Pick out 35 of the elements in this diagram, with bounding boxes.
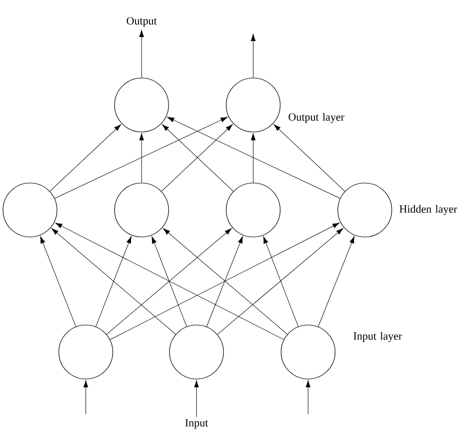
io-text: Input bbox=[185, 419, 208, 429]
neuron-circle bbox=[58, 324, 114, 380]
neuron-circle bbox=[114, 78, 169, 132]
arrow bbox=[40, 236, 76, 327]
arrow bbox=[163, 228, 288, 335]
arrow bbox=[83, 380, 88, 414]
arrow bbox=[306, 380, 310, 414]
arrow bbox=[194, 380, 199, 418]
arrow bbox=[50, 124, 122, 192]
io-text: Output bbox=[126, 17, 157, 27]
neuron-circle bbox=[169, 324, 224, 380]
layer-label: Input layer bbox=[354, 332, 402, 342]
arrow bbox=[139, 30, 144, 78]
arrow bbox=[318, 236, 354, 327]
neuron-circle bbox=[2, 182, 58, 238]
arrow bbox=[54, 116, 228, 199]
arrow bbox=[96, 236, 132, 327]
arrow bbox=[152, 236, 187, 327]
arrow bbox=[55, 222, 284, 340]
arrow bbox=[206, 236, 243, 327]
arrow bbox=[139, 133, 144, 183]
arrow bbox=[263, 236, 298, 327]
neuron-circle bbox=[338, 182, 392, 238]
arrow bbox=[250, 133, 256, 183]
neuron-circle bbox=[280, 324, 336, 380]
arrow bbox=[51, 228, 176, 335]
arrow bbox=[110, 222, 340, 340]
arrow bbox=[167, 116, 340, 199]
arrow bbox=[217, 228, 344, 335]
neuron-circle bbox=[226, 78, 280, 132]
arrow bbox=[274, 124, 346, 192]
arrow bbox=[250, 34, 256, 78]
neuron-circle bbox=[226, 182, 280, 238]
arrow bbox=[106, 228, 232, 335]
neuron-circle bbox=[114, 182, 169, 238]
